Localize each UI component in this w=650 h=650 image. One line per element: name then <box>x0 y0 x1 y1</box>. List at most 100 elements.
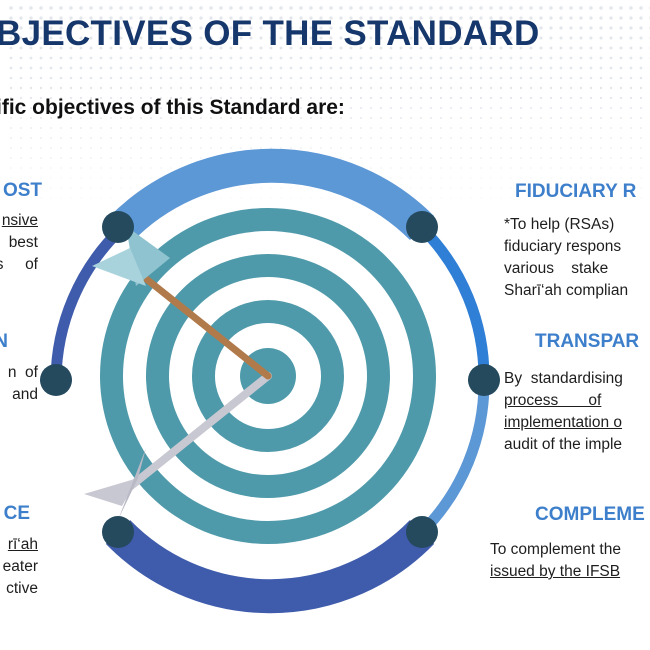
background-dot <box>640 177 642 179</box>
background-dot <box>209 76 213 80</box>
background-dot <box>319 6 323 10</box>
background-dot <box>490 207 492 209</box>
background-dot <box>599 56 603 60</box>
background-dot <box>569 36 573 40</box>
background-dot <box>170 167 172 169</box>
background-dot <box>380 167 382 169</box>
background-dot <box>160 127 162 129</box>
background-dot <box>240 207 242 209</box>
background-dot <box>620 157 622 159</box>
background-dot <box>470 127 472 129</box>
background-dot <box>579 106 583 110</box>
background-dot <box>419 106 423 110</box>
background-dot <box>129 46 133 50</box>
background-dot <box>430 167 432 169</box>
background-dot <box>480 167 482 169</box>
background-dot <box>329 26 333 30</box>
node-bottom-right <box>406 516 438 548</box>
background-dot <box>499 36 503 40</box>
background-dot <box>50 187 52 189</box>
background-dot <box>110 177 112 179</box>
background-dot <box>179 16 183 20</box>
background-dot <box>240 147 242 149</box>
background-dot <box>489 6 493 10</box>
background-dot <box>359 16 363 20</box>
background-dot <box>620 177 622 179</box>
background-dot <box>119 86 123 90</box>
background-dot <box>470 197 472 199</box>
background-dot <box>450 177 452 179</box>
background-dot <box>279 16 283 20</box>
background-dot <box>350 127 352 129</box>
background-dot <box>320 127 322 129</box>
background-dot <box>489 106 493 110</box>
background-dot <box>460 177 462 179</box>
background-dot <box>479 16 483 20</box>
background-dot <box>389 36 393 40</box>
background-dot <box>469 56 473 60</box>
background-dot <box>569 66 573 70</box>
background-dot <box>369 6 373 10</box>
background-dot <box>289 46 293 50</box>
background-dot <box>129 36 133 40</box>
background-dot <box>80 177 82 179</box>
background-dot <box>610 177 612 179</box>
background-dot <box>480 127 482 129</box>
background-dot <box>559 56 563 60</box>
background-dot <box>419 46 423 50</box>
background-dot <box>379 6 383 10</box>
background-dot <box>349 16 353 20</box>
background-dot <box>99 26 103 30</box>
background-dot <box>69 36 73 40</box>
background-dot <box>319 96 323 100</box>
background-dot <box>19 46 23 50</box>
background-dot <box>199 16 203 20</box>
background-dot <box>309 66 313 70</box>
background-dot <box>639 106 643 110</box>
background-dot <box>569 16 573 20</box>
background-dot <box>140 187 142 189</box>
background-dot <box>560 127 562 129</box>
background-dot <box>59 16 63 20</box>
background-dot <box>310 187 312 189</box>
background-dot <box>9 66 13 70</box>
background-dot <box>80 167 82 169</box>
background-dot <box>110 167 112 169</box>
background-dot <box>519 26 523 30</box>
background-dot <box>49 106 53 110</box>
background-dot <box>639 46 643 50</box>
background-dot <box>259 76 263 80</box>
left-text-1-line-2: best <box>8 234 38 251</box>
background-dot <box>550 177 552 179</box>
background-dot <box>199 76 203 80</box>
background-dot <box>59 26 63 30</box>
background-dot <box>400 167 402 169</box>
background-dot <box>90 197 92 199</box>
background-dot <box>29 56 33 60</box>
background-dot <box>419 6 423 10</box>
background-dot <box>120 167 122 169</box>
background-dot <box>209 56 213 60</box>
left-text-2-line-2: and <box>12 386 38 403</box>
background-dot <box>390 157 392 159</box>
background-dot <box>499 86 503 90</box>
background-dot <box>180 117 182 119</box>
background-dot <box>499 56 503 60</box>
background-dot <box>220 147 222 149</box>
transparency-line-3: implementation o <box>504 414 623 431</box>
right-text-complement: To complement the issued by the IFSB <box>490 539 621 583</box>
background-dot <box>429 66 433 70</box>
background-dot <box>310 207 312 209</box>
background-dot <box>540 207 542 209</box>
background-dot <box>19 26 23 30</box>
background-dot <box>209 86 213 90</box>
background-dot <box>220 137 222 139</box>
background-dot <box>449 76 453 80</box>
background-dot <box>629 96 633 100</box>
background-dot <box>319 86 323 90</box>
background-dot <box>169 76 173 80</box>
background-dot <box>620 137 622 139</box>
background-dot <box>609 46 613 50</box>
background-dot <box>399 36 403 40</box>
